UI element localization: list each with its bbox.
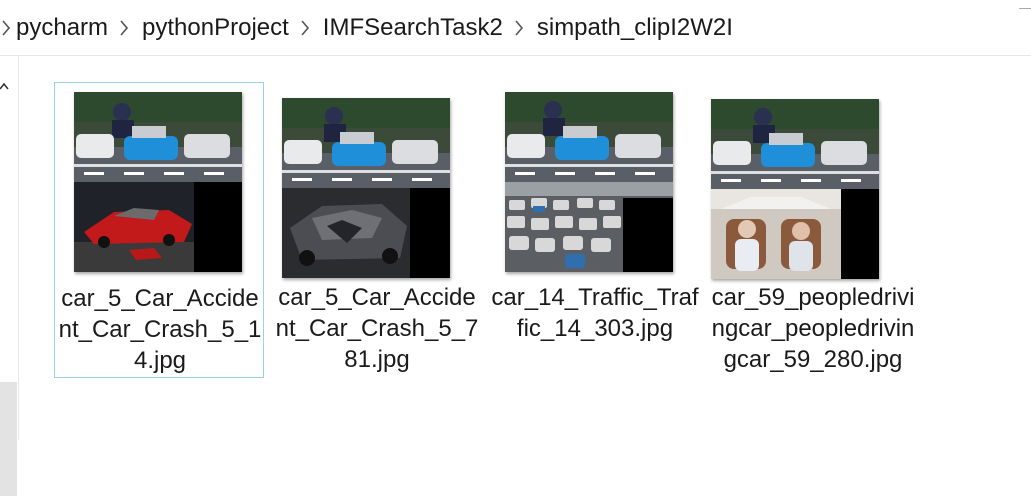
- street-scene-image: [74, 92, 242, 182]
- crash-scene-image: [74, 182, 242, 272]
- file-item[interactable]: car_5_Car_Accident_Car_Crash_5_781.jpg: [272, 82, 482, 378]
- file-thumbnail: [711, 99, 879, 279]
- file-name[interactable]: car_14_Traffic_Traffic_14_303.jpg: [491, 284, 699, 342]
- street-scene-image: [711, 99, 879, 189]
- caret-icon[interactable]: [0, 78, 10, 96]
- breadcrumb-item-imfsearchtask2[interactable]: IMFSearchTask2: [322, 14, 503, 41]
- file-item[interactable]: car_5_Car_Accident_Car_Crash_5_14.jpg: [54, 82, 264, 378]
- file-thumbnail: [74, 92, 242, 272]
- car-interior-image: [711, 189, 879, 279]
- file-item[interactable]: car_14_Traffic_Traffic_14_303.jpg: [490, 82, 700, 378]
- crash-scene-image: [282, 188, 450, 278]
- breadcrumb-item-pythonproject[interactable]: pythonProject: [142, 14, 289, 41]
- file-thumbnail: [282, 98, 450, 278]
- file-name[interactable]: car_5_Car_Accident_Car_Crash_5_781.jpg: [275, 284, 479, 373]
- file-name[interactable]: car_5_Car_Accident_Car_Crash_5_14.jpg: [58, 285, 262, 374]
- file-name[interactable]: car_59_peopledrivingcar_peopledrivingcar…: [711, 284, 915, 373]
- breadcrumb-item-simpath[interactable]: simpath_clipI2W2I: [536, 14, 733, 41]
- file-thumbnail: [505, 92, 673, 272]
- file-item[interactable]: car_59_peopledrivingcar_peopledrivingcar…: [708, 82, 918, 378]
- breadcrumb: pycharm pythonProject IMFSearchTask2 sim…: [0, 0, 739, 56]
- window-edge: [1019, 8, 1031, 9]
- navigation-pane[interactable]: [0, 56, 19, 496]
- street-scene-image: [282, 98, 450, 188]
- breadcrumb-item-pycharm[interactable]: pycharm: [16, 14, 109, 41]
- street-scene-image: [505, 92, 673, 182]
- traffic-scene-image: [505, 182, 673, 272]
- chevron-right-icon[interactable]: [0, 0, 11, 56]
- chevron-right-icon[interactable]: [509, 0, 531, 56]
- chevron-right-icon[interactable]: [114, 0, 136, 56]
- chevron-right-icon[interactable]: [295, 0, 317, 56]
- address-bar[interactable]: pycharm pythonProject IMFSearchTask2 sim…: [0, 0, 1031, 56]
- scrollbar[interactable]: [0, 382, 17, 496]
